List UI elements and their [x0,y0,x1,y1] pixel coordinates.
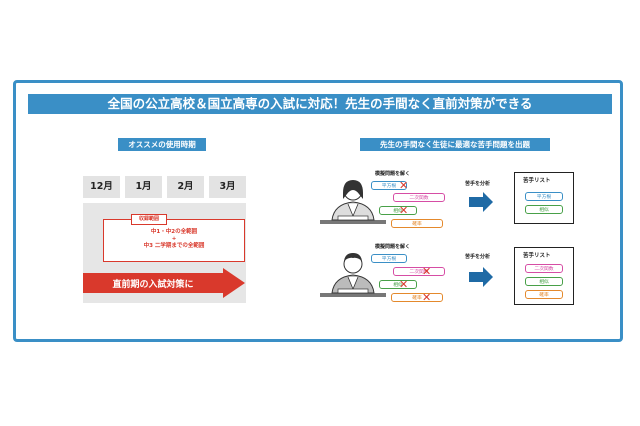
weak-list-title: 苦手リスト [523,253,551,259]
banner-title: 全国の公立高校＆国立高専の入試に対応！先生の手間なく直前対策ができる [28,94,612,114]
month-cell: 3月 [209,176,246,198]
tag-quadratic: 二次関数 [393,267,445,276]
left-heading: オススメの使用時期 [118,138,206,151]
tag-sqrt: 平方根 [371,181,407,190]
right-arrow-icon [469,267,493,287]
cross-icon: ✕ [399,179,409,192]
range-box: 中1・中2の全範囲 + 中3 二学期までの全範囲 [103,219,245,262]
range-plus: + [171,236,177,242]
solve-label: 模擬問題を解く [375,171,411,177]
month-cell: 1月 [125,176,162,198]
weak-item: 平方根 [525,192,563,201]
weak-item: 二次関数 [525,264,563,273]
cross-icon: ✕ [399,204,409,217]
tag-similar: 相似 [379,280,417,289]
range-tag: 収録範囲 [131,214,167,225]
range-line1: 中1・中2の全範囲 [150,229,198,235]
tag-sqrt: 平方根 [371,254,407,263]
student-girl-icon [320,180,386,224]
tag-quadratic: 二次関数 [393,193,445,202]
student-boy-icon [320,253,386,297]
cross-icon: ✕ [399,278,409,291]
right-heading: 先生の手間なく生徒に最適な苦手問題を出題 [360,138,550,151]
cross-icon: ✕ [422,265,432,278]
tag-probability: 確率 [391,293,443,302]
weak-list [514,247,574,305]
weak-item: 確率 [525,290,563,299]
solve-label: 模擬問題を解く [375,244,411,250]
cross-icon: ✕ [422,291,432,304]
month-cell: 2月 [167,176,204,198]
range-line2: 中3 二学期までの全範囲 [143,243,205,249]
month-cell: 12月 [83,176,120,198]
right-arrow-icon [469,192,493,212]
arrow-label: 直前期の入試対策に [112,280,194,290]
analyze-label: 苦手を分析 [465,254,491,260]
weak-item: 相似 [525,277,563,286]
right-arrow-icon [83,268,245,298]
weak-list-title: 苦手リスト [523,178,551,184]
weak-item: 相似 [525,205,563,214]
tag-probability: 確率 [391,219,443,228]
analyze-label: 苦手を分析 [465,181,491,187]
tag-similar: 相似 [379,206,417,215]
